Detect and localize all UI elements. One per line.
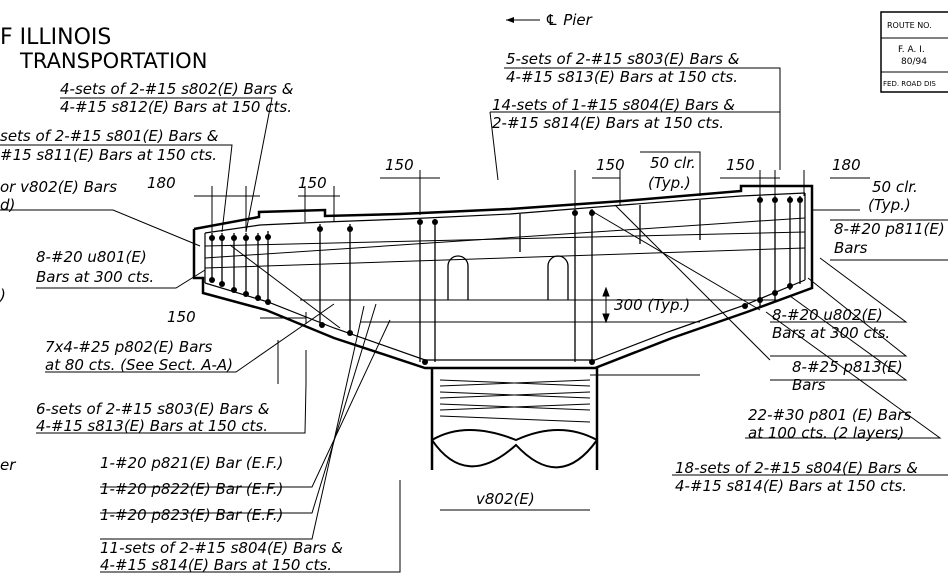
title-block: F ILLINOIS TRANSPORTATION [0, 25, 207, 73]
callouts: 4-sets of 2-#15 s802(E) Bars & 4-#15 s81… [0, 50, 945, 574]
callout-s804-bottom-line1: 11-sets of 2-#15 s804(E) Bars & [100, 539, 343, 557]
callout-u802-line2: Bars at 300 cts. [772, 324, 890, 342]
callout-s802-line1: 4-sets of 2-#15 s802(E) Bars & [60, 80, 294, 98]
dim-150-e: 150 [726, 156, 755, 174]
callout-v802-line2: d) [0, 196, 15, 214]
route-no-label: ROUTE NO. [887, 21, 932, 30]
dim-150-d: 150 [596, 156, 625, 174]
dimension-lines [194, 152, 870, 552]
callout-s804-right-line2: 4-#15 s814(E) Bars at 150 cts. [675, 477, 907, 495]
callout-u801-line2: Bars at 300 cts. [36, 268, 154, 286]
dimension-text: 180 150 150 150 150 150 180 [147, 156, 861, 326]
stirrups [211, 196, 801, 362]
callout-u802-line1: 8-#20 u802(E) [772, 306, 883, 324]
cap-section [192, 184, 814, 370]
callout-partial-er: er [0, 456, 16, 474]
callout-p801-line2: at 100 cts. (2 layers) [748, 424, 904, 442]
pier-cap-outline [192, 184, 814, 370]
callout-p802-line2: at 80 cts. (See Sect. A-A) [45, 356, 233, 374]
callout-p813-line1: 8-#25 p813(E) [792, 358, 903, 376]
callout-clear-mid-line2: (Typ.) [648, 174, 691, 192]
column [430, 368, 599, 470]
route-box-frame [880, 11, 948, 93]
agency-line-1: F ILLINOIS [0, 25, 111, 50]
hook-loops [447, 255, 569, 300]
callout-partial-paren: ) [0, 286, 6, 304]
callout-u801-line1: 8-#20 u801(E) [36, 248, 147, 266]
callout-s803-left-line1: 6-sets of 2-#15 s803(E) Bars & [36, 400, 270, 418]
callout-s803-top-line2: 4-#15 s813(E) Bars at 150 cts. [506, 68, 738, 86]
agency-line-2: TRANSPORTATION [19, 49, 207, 73]
route-no-value-1: F. A. I. [898, 45, 925, 55]
callout-s801-line2: #15 s811(E) Bars at 150 cts. [0, 146, 217, 164]
callout-clear-mid-line1: 50 clr. [650, 154, 696, 172]
callout-clear-right-line2: (Typ.) [868, 196, 911, 214]
dim-150-lower: 150 [167, 308, 196, 326]
callout-s803-top-line1: 5-sets of 2-#15 s803(E) Bars & [506, 50, 740, 68]
callout-s804-top-line1: 14-sets of 1-#15 s804(E) Bars & [492, 96, 735, 114]
callout-p811-line2: Bars [834, 239, 868, 257]
callout-s802-line2: 4-#15 s812(E) Bars at 150 cts. [60, 98, 292, 116]
callout-p801-line1: 22-#30 p801 (E) Bars [748, 406, 911, 424]
callout-s801-line1: sets of 2-#15 s801(E) Bars & [0, 127, 219, 145]
pier-centerline-label: ℄ Pier [545, 11, 593, 29]
callout-s803-left-line2: 4-#15 s813(E) Bars at 150 cts. [36, 417, 268, 435]
bar-dots [209, 197, 803, 365]
callout-p802-line1: 7x4-#25 p802(E) Bars [45, 338, 213, 356]
callout-s804-bottom-line2: 4-#15 s814(E) Bars at 150 cts. [100, 556, 332, 574]
callout-s804-top-line2: 2-#15 s814(E) Bars at 150 cts. [492, 114, 724, 132]
callout-p813-line2: Bars [792, 376, 826, 394]
leader-lines [0, 67, 948, 573]
dim-180-right: 180 [832, 156, 861, 174]
callout-v802-line1: or v802(E) Bars [0, 178, 117, 196]
callout-p811-line1: 8-#20 p811(E) [834, 220, 945, 238]
callout-p823: 1-#20 p823(E) Bar (E.F.) [100, 506, 283, 524]
route-box: ROUTE NO. F. A. I. 80/94 FED. ROAD DIS [880, 11, 948, 93]
callout-spacing-300: 300 (Typ.) [614, 296, 690, 314]
callout-v802-column: v802(E) [476, 490, 535, 508]
fed-road-label: FED. ROAD DIS [883, 80, 936, 88]
dim-180-left: 180 [147, 174, 176, 192]
callout-s804-right-line1: 18-sets of 2-#15 s804(E) Bars & [675, 459, 918, 477]
dim-150-c: 150 [385, 156, 414, 174]
callout-p822: 1-#20 p822(E) Bar (E.F.) [100, 480, 283, 498]
dim-150-b: 150 [298, 174, 327, 192]
callout-p821: 1-#20 p821(E) Bar (E.F.) [100, 454, 283, 472]
route-no-value-2: 80/94 [901, 57, 927, 67]
callout-clear-right-line1: 50 clr. [872, 178, 918, 196]
